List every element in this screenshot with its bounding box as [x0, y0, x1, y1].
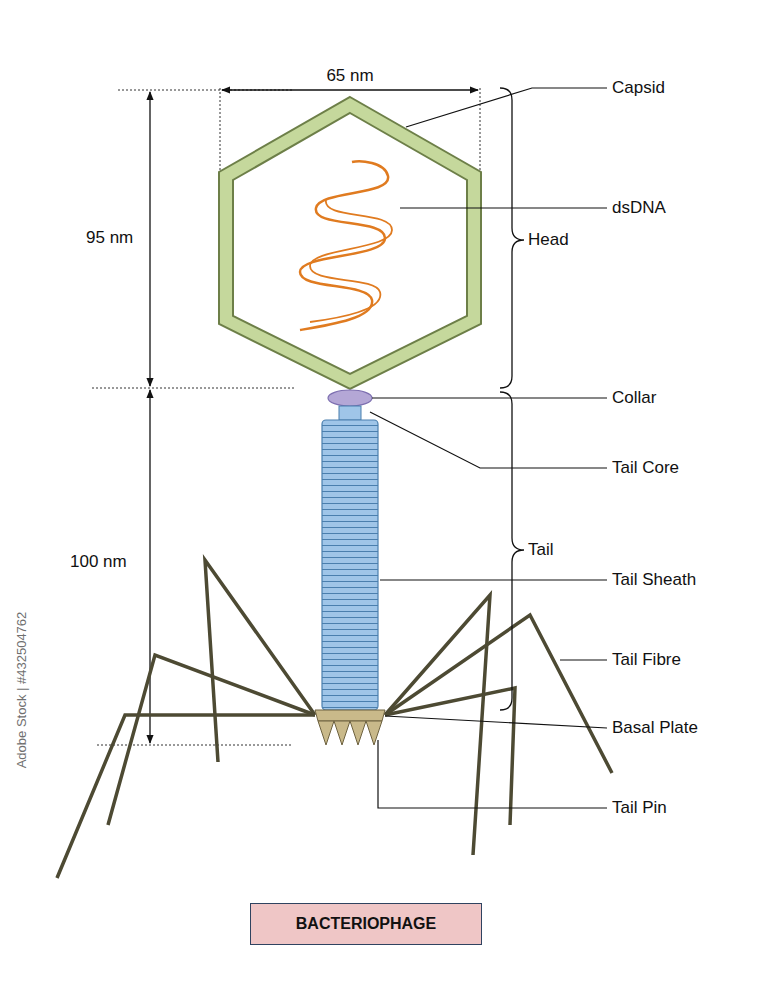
caption-box: BACTERIOPHAGE [250, 903, 482, 945]
tail-pins [318, 721, 382, 745]
capsid-shell [219, 97, 481, 389]
leader-lines [370, 88, 607, 808]
watermark: Adobe Stock | #432504762 [15, 612, 29, 769]
dimension-lines [150, 90, 478, 743]
braces [500, 88, 524, 710]
collar-disc [328, 390, 372, 406]
part-label: Capsid [612, 79, 665, 98]
part-label: dsDNA [612, 199, 666, 218]
dsdna-strand [310, 200, 392, 322]
part-label: Head [528, 231, 569, 250]
part-label: Tail Core [612, 459, 679, 478]
dimension-label: 65 nm [326, 67, 373, 86]
basal-plate [315, 710, 385, 721]
tail-sheath [322, 420, 378, 710]
tail-core [339, 406, 361, 420]
part-label: Collar [612, 389, 656, 408]
part-label: Basal Plate [612, 719, 698, 738]
part-label: Tail [528, 541, 554, 560]
dimension-label: 100 nm [70, 553, 127, 572]
part-label: Tail Pin [612, 799, 667, 818]
caption-text: BACTERIOPHAGE [296, 915, 436, 933]
part-label: Tail Fibre [612, 651, 681, 670]
part-label: Tail Sheath [612, 571, 696, 590]
dimension-guides [92, 88, 480, 745]
capsid-interior [233, 113, 467, 374]
dimension-label: 95 nm [86, 229, 133, 248]
